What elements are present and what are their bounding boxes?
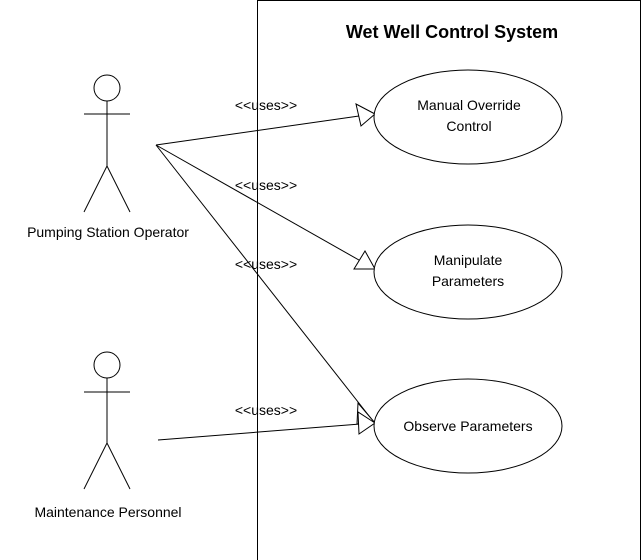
- use-case-observe-parameters[interactable]: Observe Parameters: [373, 378, 563, 474]
- actor-maintenance-personnel[interactable]: [83, 351, 131, 490]
- actor-head: [93, 351, 121, 379]
- association-operator-manual-override[interactable]: [155, 113, 374, 146]
- use-case-manual-override-control[interactable]: Manual Override Control: [373, 69, 563, 165]
- actor-left-leg: [83, 165, 108, 213]
- stereotype-label: <<uses>>: [235, 97, 297, 113]
- actor-pumping-station-operator[interactable]: [83, 74, 131, 213]
- use-case-label: Control: [446, 118, 491, 134]
- arrowhead-manual-override: [355, 103, 376, 127]
- stereotype-label: <<uses>>: [235, 177, 297, 193]
- arrowhead-observe-maintenance: [357, 411, 376, 435]
- association-operator-observe[interactable]: [155, 144, 374, 422]
- actor-right-leg: [106, 442, 131, 490]
- use-case-ellipse: [373, 69, 563, 165]
- use-case-label: Parameters: [432, 273, 504, 289]
- association-maintenance-observe[interactable]: [157, 422, 374, 441]
- use-case-label: Observe Parameters: [403, 418, 532, 434]
- actor-head: [93, 74, 121, 102]
- association-operator-manipulate[interactable]: [155, 144, 374, 269]
- actor-label-maintenance: Maintenance Personnel: [34, 504, 181, 520]
- system-title: Wet Well Control System: [346, 22, 558, 42]
- system-boundary: [257, 0, 641, 560]
- actor-left-leg: [83, 442, 108, 490]
- stereotype-label: <<uses>>: [235, 402, 297, 418]
- use-case-ellipse: [373, 378, 563, 474]
- arrowhead-manipulate: [353, 250, 376, 270]
- use-case-ellipse: [373, 224, 563, 320]
- stereotype-label: <<uses>>: [235, 256, 297, 272]
- use-case-label: Manipulate: [434, 252, 503, 268]
- actor-right-leg: [106, 165, 131, 213]
- use-case-label: Manual Override: [417, 97, 521, 113]
- use-case-manipulate-parameters[interactable]: Manipulate Parameters: [373, 224, 563, 320]
- actor-label-operator: Pumping Station Operator: [27, 224, 189, 240]
